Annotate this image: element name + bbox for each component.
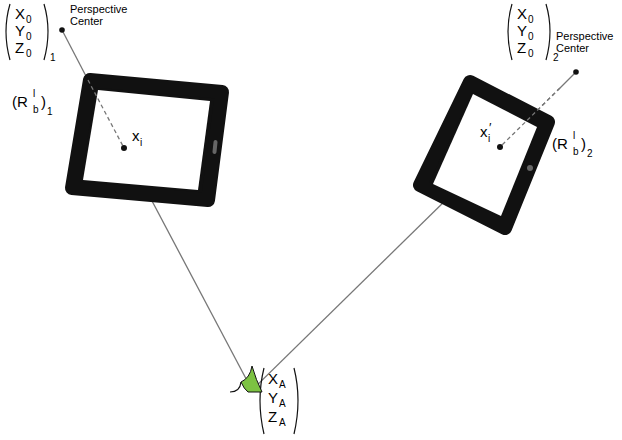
subscript: 0 <box>528 31 534 42</box>
image-point <box>121 145 127 151</box>
vector-component: Y <box>15 23 25 40</box>
subscript: A <box>279 398 286 409</box>
subscript: 0 <box>26 48 32 59</box>
subscript: A <box>279 417 286 428</box>
perspective-center-dot <box>573 69 579 75</box>
superscript: l <box>33 88 35 99</box>
vector-component: Z <box>15 40 24 57</box>
vector-component: X <box>517 6 527 23</box>
vector-component: X <box>15 6 25 23</box>
ray <box>62 30 88 80</box>
rotation-matrix: (R <box>552 136 568 153</box>
ray-dashed <box>500 88 560 147</box>
rotation-matrix: (R <box>12 94 28 111</box>
image-point-label: x <box>480 124 488 141</box>
vector-component: Y <box>517 23 527 40</box>
vector-component: Y <box>268 390 278 407</box>
subscript: 0 <box>528 48 534 59</box>
perspective-center-dot <box>59 27 65 33</box>
vector-component: Z <box>517 40 526 57</box>
image-point <box>497 144 503 150</box>
perspective-center-label: Perspective Center <box>556 30 618 54</box>
subscript: 1 <box>50 52 56 63</box>
subscript: b <box>573 146 579 157</box>
subscript: 0 <box>528 14 534 25</box>
ray-dashed <box>88 80 124 148</box>
object-point <box>241 366 262 392</box>
subscript: b <box>33 104 39 115</box>
rotation-matrix: ) <box>41 94 46 111</box>
rotation-matrix: ) <box>581 136 586 153</box>
image-point-label: x <box>132 128 140 145</box>
perspective-center-label: Perspective Center <box>70 3 142 27</box>
subscript: 0 <box>26 14 32 25</box>
ray <box>560 72 576 88</box>
vector-component: Z <box>268 409 277 426</box>
prime-mark: ′ <box>489 121 491 135</box>
subscript: 0 <box>26 31 32 42</box>
object-outline <box>230 382 241 392</box>
subscript: 1 <box>47 106 53 117</box>
phone-right <box>420 82 548 228</box>
vector-component: X <box>268 371 278 388</box>
superscript: l <box>573 130 575 141</box>
subscript: i <box>140 137 142 148</box>
subscript: A <box>279 379 286 390</box>
phone-left <box>72 80 222 200</box>
vector-brackets <box>6 4 550 434</box>
subscript: 2 <box>587 148 593 159</box>
